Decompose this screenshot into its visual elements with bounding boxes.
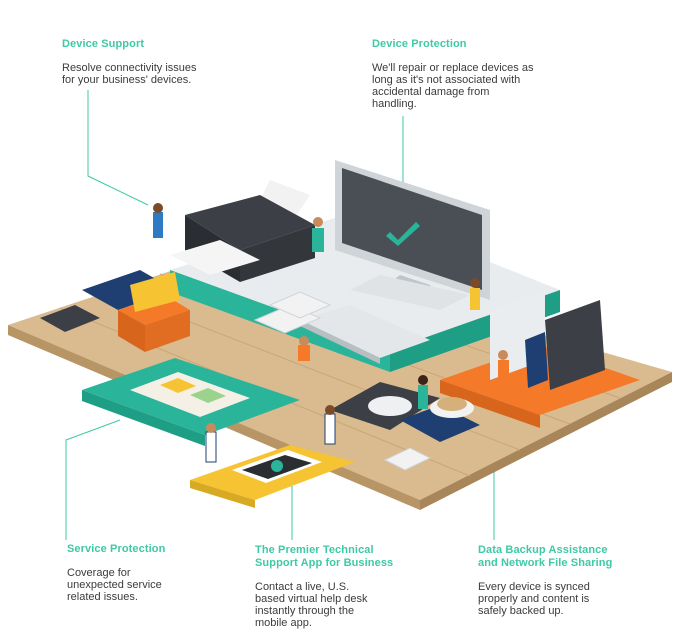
stairs — [253, 291, 432, 471]
service-protection-title: Service Protection — [67, 543, 166, 555]
data-backup-description: Every device is synced properly and cont… — [478, 581, 590, 617]
device-protection-title: Device Protection — [372, 38, 467, 50]
keyboard — [300, 305, 430, 364]
connector-device-support — [87, 90, 149, 206]
device-support-callout: Device Support Resolve connectivity issu… — [62, 38, 197, 86]
service-protection-description: Coverage for unexpected service related … — [67, 567, 162, 603]
person-phone — [324, 405, 336, 445]
person-planner — [205, 423, 217, 463]
planner-board — [82, 358, 300, 446]
service-protection-callout: Service Protection Coverage for unexpect… — [67, 543, 165, 603]
person-support — [153, 203, 163, 238]
device-protection-callout: Device Protection We'll repair or replac… — [372, 38, 533, 110]
device-support-description: Resolve connectivity issues for your bus… — [62, 62, 197, 86]
data-backup-title: Data Backup Assistance and Network File … — [478, 544, 613, 569]
tape-dispenser — [40, 305, 100, 332]
phone-tray — [190, 445, 355, 508]
connector-service-protection — [65, 419, 121, 540]
data-backup-callout: Data Backup Assistance and Network File … — [478, 544, 612, 617]
device-support-title: Device Support — [62, 38, 145, 50]
callout-connector-lines — [65, 90, 495, 540]
device-protection-description: We'll repair or replace devices as long … — [372, 62, 534, 110]
person-server — [498, 350, 509, 384]
coffee-cup — [430, 397, 474, 418]
person-keyboard — [298, 336, 310, 361]
people — [153, 203, 509, 463]
person-ladder — [470, 278, 480, 310]
support-app-callout: The Premier Technical Support App for Bu… — [255, 544, 393, 629]
support-app-description: Contact a live, U.S. based virtual help … — [255, 581, 368, 629]
mouse-pad — [330, 382, 440, 430]
server-platform — [440, 290, 640, 428]
printer — [170, 180, 315, 282]
pencil-cup — [118, 272, 190, 352]
person-cup — [418, 375, 428, 409]
support-app-title: The Premier Technical Support App for Bu… — [255, 544, 394, 569]
monitor — [335, 160, 490, 310]
person-monitor — [312, 217, 324, 252]
